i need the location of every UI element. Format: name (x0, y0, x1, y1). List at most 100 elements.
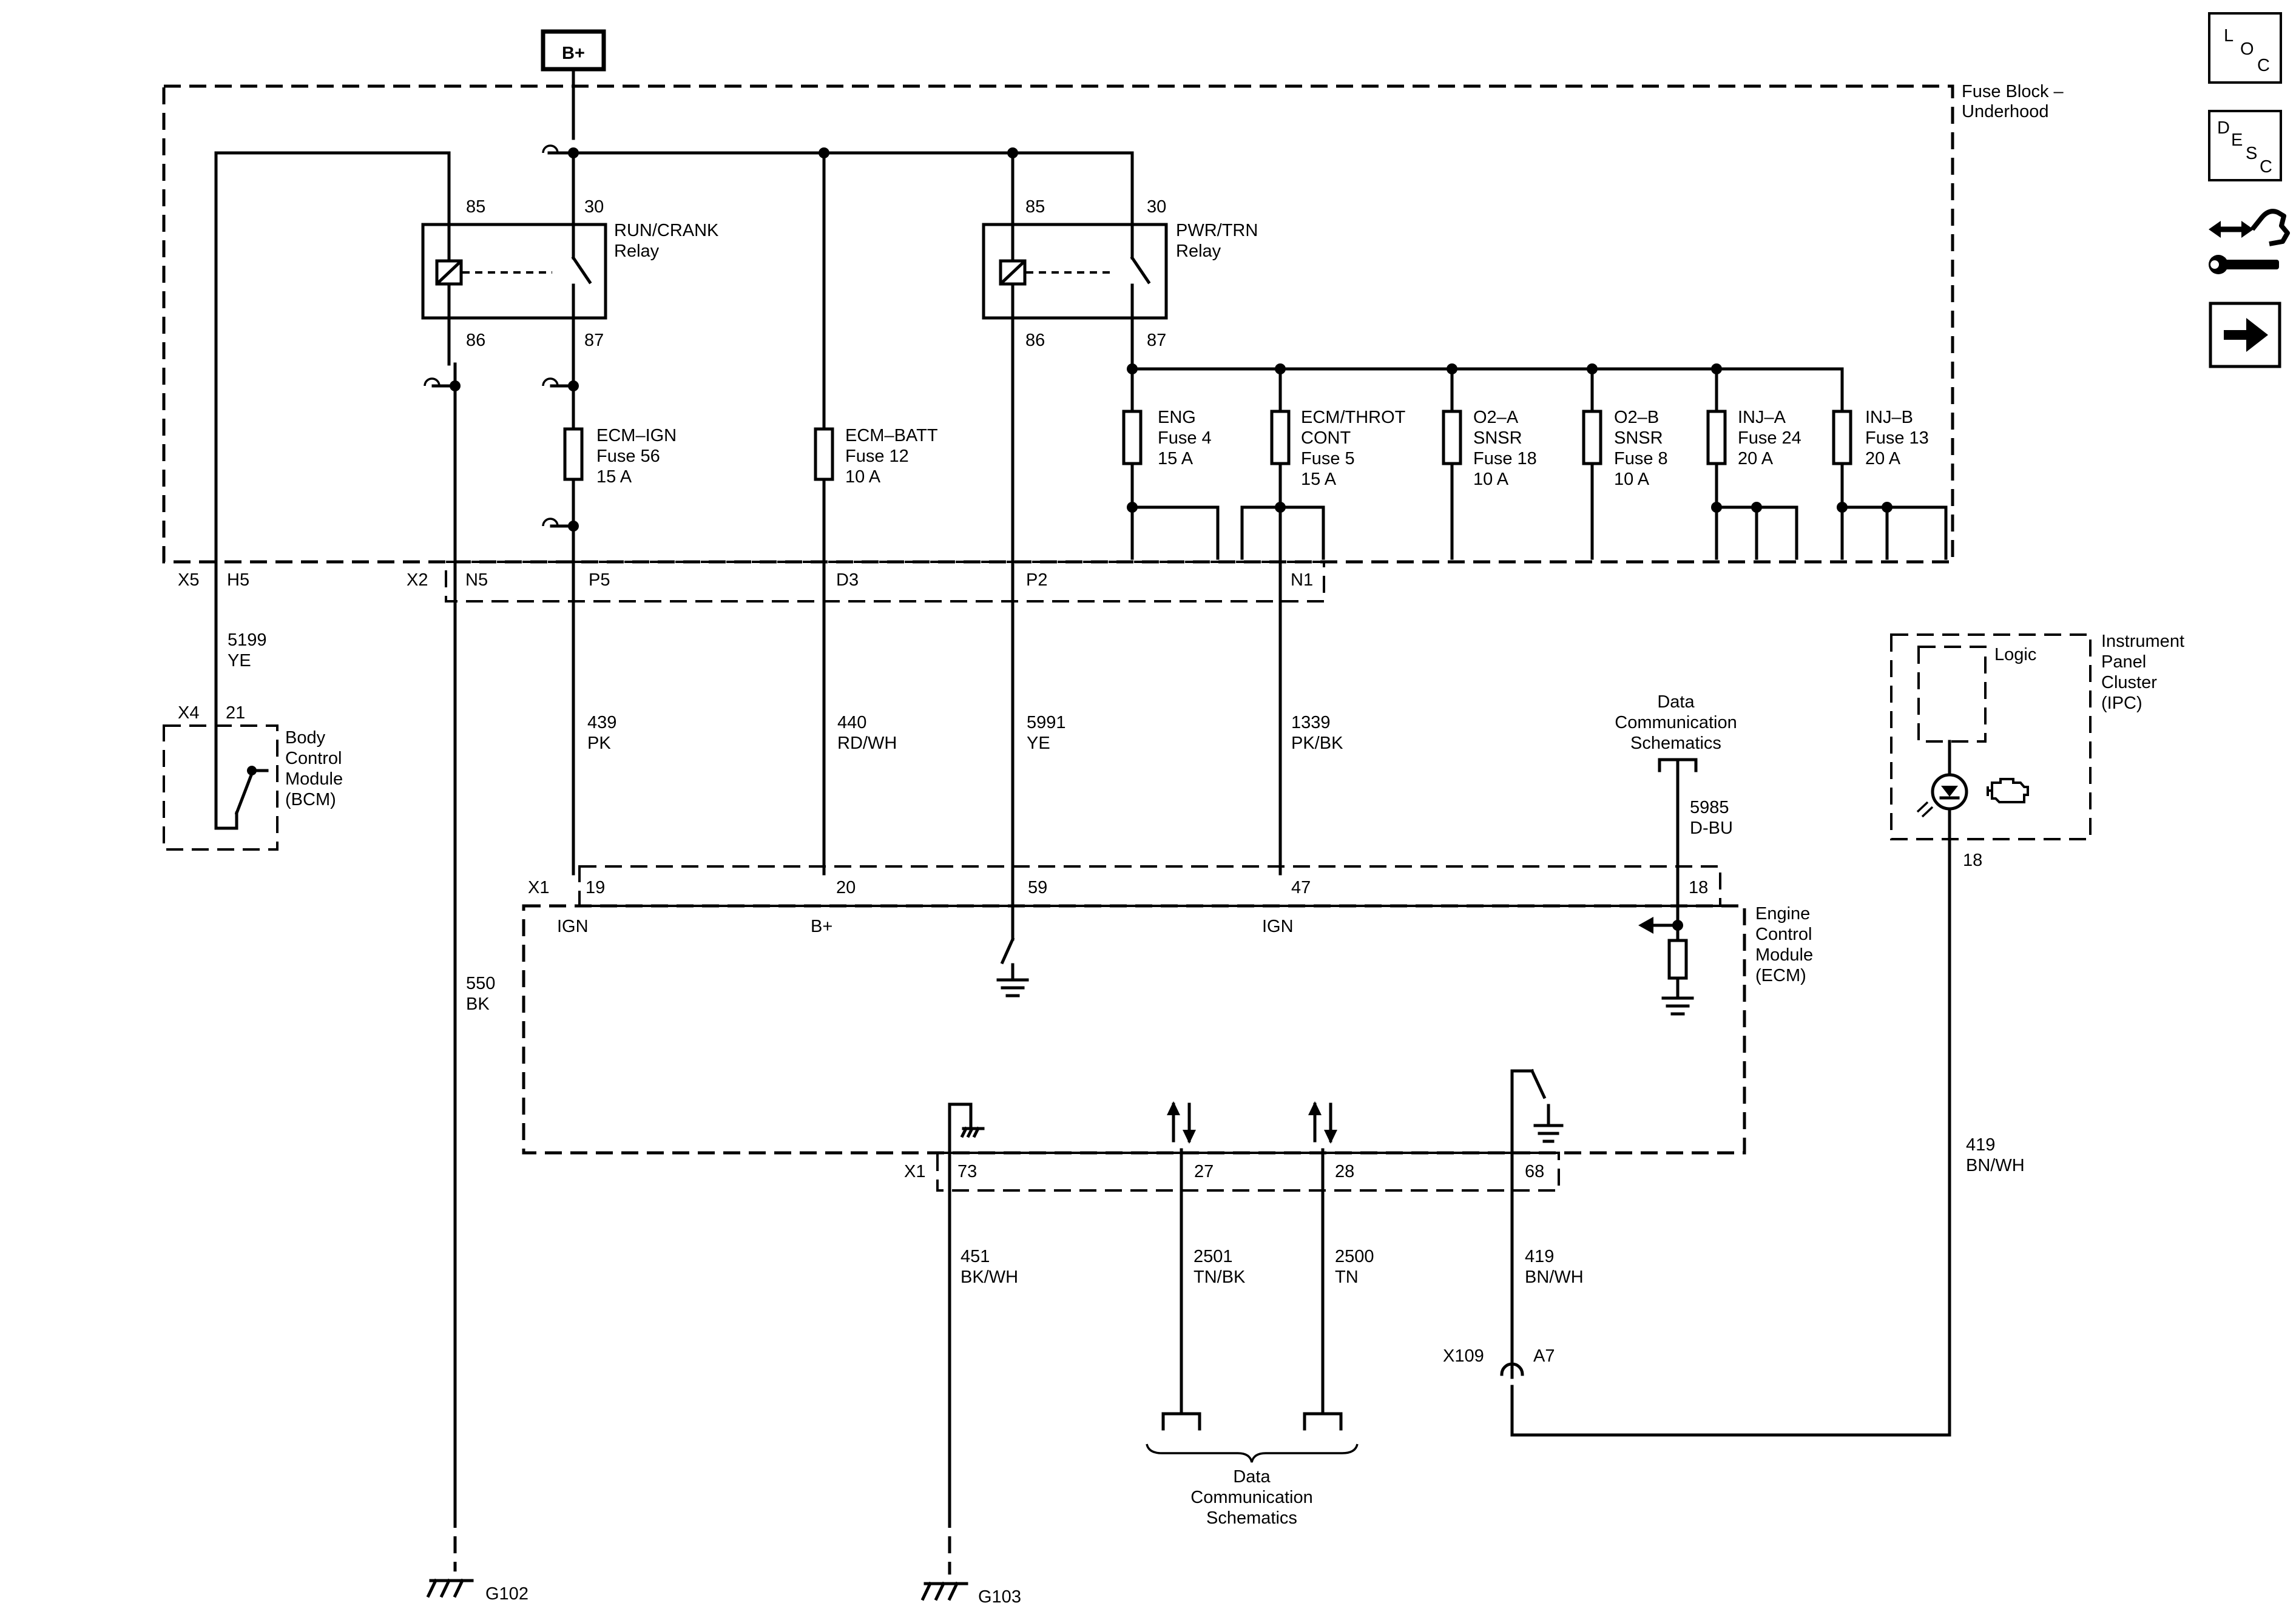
wire-440-number: 440 (837, 713, 866, 732)
ecm-connector-x1-top: X1 (528, 878, 549, 897)
description-button[interactable]: D E S C (2208, 110, 2282, 181)
ipc-label-3: Cluster (2101, 673, 2157, 692)
wire-5199: 5199 YE (214, 151, 267, 830)
fuse-ecm-batt: ECM–BATT Fuse 12 10 A (814, 426, 938, 487)
ecm-pin-20: 20 (836, 878, 856, 897)
ecm-label-2: Control (1755, 925, 1812, 944)
wire-2500-number: 2500 (1335, 1247, 1374, 1266)
ecm-pin-59: 59 (1028, 878, 1047, 897)
connector-a7: A7 (1533, 1346, 1555, 1366)
wire-5991-color: YE (1027, 734, 1050, 753)
ecm-pin-19: 19 (586, 878, 605, 897)
ecm-pin-27: 27 (1194, 1162, 1214, 1181)
wire-2500-color: TN (1335, 1268, 1359, 1287)
run-crank-pin-85: 85 (466, 197, 485, 217)
location-button-l: L (2224, 26, 2234, 46)
pwr-trn-pin-87: 87 (1147, 331, 1166, 350)
ecm-pin-18: 18 (1689, 878, 1708, 897)
pwr-trn-pin-30: 30 (1147, 197, 1166, 217)
wire-419a-number: 419 (1525, 1247, 1554, 1266)
fuse-o2a: O2–A SNSR Fuse 18 10 A (1442, 408, 1537, 489)
fuse-injb-label-3: 20 A (1865, 449, 1901, 468)
wire-2501: 2501 TN/BK (1161, 1247, 1246, 1431)
location-button[interactable]: L O C (2208, 12, 2282, 84)
wire-419a-color: BN/WH (1525, 1268, 1584, 1287)
wire-439-color: PK (587, 734, 611, 753)
wire-451: 451 BK/WH (948, 1247, 1018, 1575)
fuse-o2b: O2–B SNSR Fuse 8 10 A (1582, 408, 1668, 489)
wire-440: 440 RD/WH (822, 151, 897, 876)
fuse-inja-label-1: INJ–A (1738, 408, 1786, 427)
wire-419b-number: 419 (1966, 1135, 1995, 1155)
ipc-logic-label: Logic (1994, 645, 2036, 664)
component-view-icon (2209, 209, 2290, 274)
connector-h5: H5 (227, 570, 249, 590)
connector-n1: N1 (1291, 570, 1313, 590)
fuse-block-connectors: X5 H5 X2 N5 P5 D3 P2 N1 (178, 561, 1325, 603)
top-bus (214, 67, 1134, 158)
wire-5991-number: 5991 (1027, 713, 1066, 732)
fuse-o2b-label-4: 10 A (1614, 470, 1650, 489)
relay-87-bus (1127, 363, 1948, 876)
ecm-pin-68: 68 (1525, 1162, 1544, 1181)
wire-1339-number: 1339 (1291, 713, 1331, 732)
fuse-ecm-throt-label-4: 15 A (1301, 470, 1337, 489)
ground-g103: G103 (920, 1581, 1021, 1607)
connector-p5: P5 (589, 570, 610, 590)
wire-440-color: RD/WH (837, 734, 897, 753)
fuse-ecm-ign-label-2: Fuse 56 (596, 447, 660, 466)
bcm-label-1: Body (285, 728, 326, 748)
ecm-label-4: (ECM) (1755, 966, 1806, 985)
instrument-panel-cluster: Logic Instrument Panel Cluster (IPC) 18 (1890, 632, 2184, 870)
wire-451-color: BK/WH (961, 1268, 1018, 1287)
ecm-label-3: Module (1755, 945, 1813, 965)
fuse-eng-label-1: ENG (1158, 408, 1196, 427)
fuse-eng-label-3: 15 A (1158, 449, 1194, 468)
wire-5199-color: YE (228, 651, 251, 670)
location-button-o: O (2240, 39, 2254, 59)
fuse-ecm-ign: ECM–IGN Fuse 56 15 A (563, 426, 677, 487)
data-comm-bottom-1: Data (1233, 1467, 1271, 1487)
fuse-ecm-batt-label-1: ECM–BATT (845, 426, 938, 445)
ecm-pin-ign-2: IGN (1262, 917, 1294, 936)
connector-x4: X4 (178, 703, 199, 723)
wire-439-number: 439 (587, 713, 616, 732)
wire-5199-number: 5199 (228, 630, 267, 650)
fuse-eng: ENG Fuse 4 15 A (1122, 408, 1212, 468)
ecm-pin-47: 47 (1291, 878, 1311, 897)
data-comm-top-1: Data (1657, 692, 1695, 712)
data-communication-bottom: Data Communication Schematics (1146, 1443, 1359, 1528)
fuse-injb-label-1: INJ–B (1865, 408, 1913, 427)
description-button-d: D (2217, 118, 2230, 138)
data-comm-top-2: Communication (1615, 713, 1737, 732)
ecm-pin-73: 73 (957, 1162, 977, 1181)
next-page-button[interactable] (2209, 302, 2281, 368)
bcm-label-2: Control (285, 749, 342, 768)
fuse-o2b-label-3: Fuse 8 (1614, 449, 1668, 468)
location-button-c: C (2257, 56, 2270, 75)
ecm-pin-28: 28 (1335, 1162, 1354, 1181)
wire-550-number: 550 (466, 974, 495, 993)
data-comm-bottom-3: Schematics (1206, 1508, 1297, 1528)
wire-5985-number: 5985 (1690, 798, 1729, 817)
fuse-block-outline (162, 84, 1954, 564)
description-button-c: C (2260, 157, 2272, 177)
bcm-label-4: (BCM) (285, 790, 336, 809)
wire-2500: 2500 TN (1303, 1247, 1374, 1431)
component-view-button[interactable] (2209, 209, 2290, 274)
battery-supply: B+ (541, 29, 606, 72)
engine-icon (1987, 778, 2029, 803)
fuse-o2b-label-2: SNSR (1614, 428, 1663, 448)
run-crank-pin-86: 86 (466, 331, 485, 350)
connector-n5: N5 (465, 570, 488, 590)
wire-419b-color: BN/WH (1966, 1156, 2025, 1175)
ipc-label-1: Instrument (2101, 632, 2184, 651)
battery-supply-label: B+ (562, 44, 585, 63)
fuse-eng-label-2: Fuse 4 (1158, 428, 1212, 448)
fuse-ecm-batt-label-2: Fuse 12 (845, 447, 909, 466)
connector-pin-21: 21 (226, 703, 245, 723)
pwr-trn-relay: 85 30 PWR/TRN Relay (982, 151, 1258, 371)
fuse-ecm-batt-label-3: 10 A (845, 467, 881, 487)
fuse-o2a-label-4: 10 A (1473, 470, 1509, 489)
ecm-pin-bplus: B+ (811, 917, 832, 936)
